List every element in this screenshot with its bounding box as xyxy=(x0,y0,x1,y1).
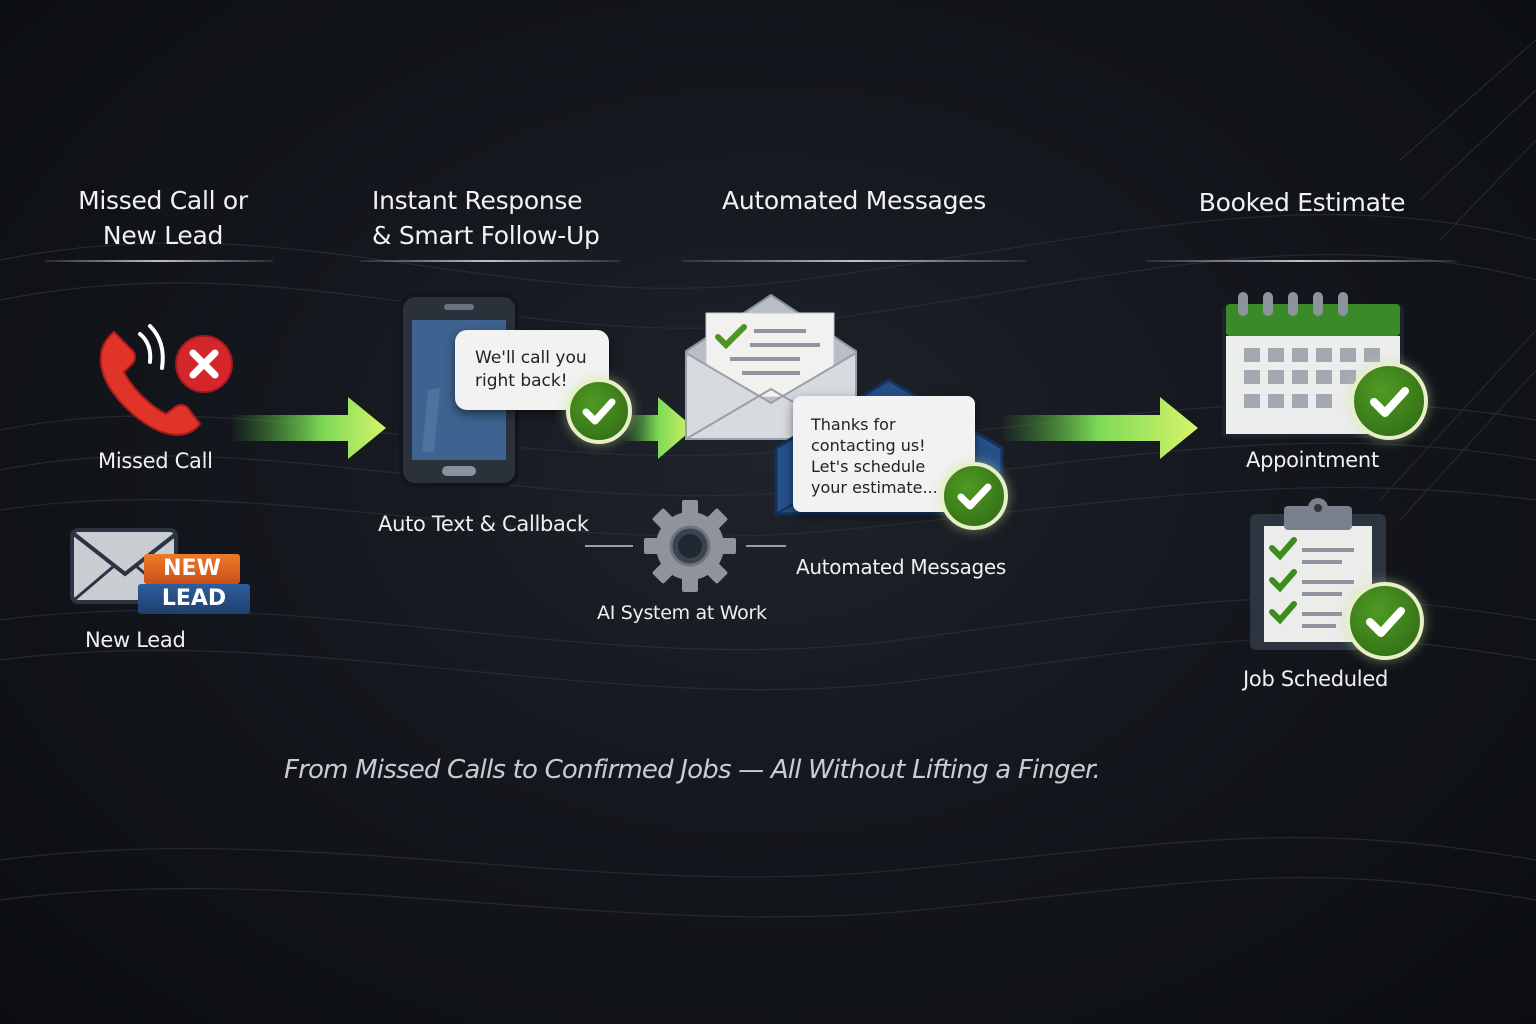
stage-title-line: Instant Response xyxy=(372,186,583,215)
stage-title-booked-estimate: Booked Estimate xyxy=(1146,185,1458,220)
bubble-text: right back! xyxy=(475,371,568,391)
stage-title-line: Missed Call or xyxy=(78,186,248,215)
lead-badge: LEAD xyxy=(138,584,250,614)
bubble-text: Let's schedule xyxy=(811,457,926,476)
stage-divider xyxy=(360,260,620,262)
stage-title-line: Booked Estimate xyxy=(1198,188,1406,217)
stage-title-automated-messages: Automated Messages xyxy=(682,183,1026,218)
stage-divider xyxy=(1146,260,1456,262)
stage-title-instant-response: Instant Response & Smart Follow-Up xyxy=(360,183,612,253)
flow-arrow-icon xyxy=(1000,397,1198,459)
stage-title-line: Automated Messages xyxy=(722,186,986,215)
appointment-label: Appointment xyxy=(1246,448,1379,472)
job-scheduled-label: Job Scheduled xyxy=(1243,667,1388,691)
new-lead-icon: NEW LEAD xyxy=(70,528,252,620)
gear-icon xyxy=(644,500,736,592)
stage-divider xyxy=(682,260,1026,262)
connector-line xyxy=(585,545,633,547)
tagline: From Missed Calls to Confirmed Jobs — Al… xyxy=(284,755,1101,785)
check-badge-icon xyxy=(1346,582,1424,660)
missed-call-label: Missed Call xyxy=(98,449,213,473)
envelope-open-icon xyxy=(685,293,857,440)
new-lead-label: New Lead xyxy=(85,628,186,652)
ai-system-label: AI System at Work xyxy=(597,602,767,624)
auto-text-callback-label: Auto Text & Callback xyxy=(378,512,589,536)
bubble-text: Thanks for xyxy=(811,415,896,434)
stage-divider xyxy=(45,260,273,262)
check-badge-icon xyxy=(1350,362,1428,440)
new-badge: NEW xyxy=(144,554,240,584)
phone-missed-icon xyxy=(99,324,233,436)
stage-title-line: New Lead xyxy=(102,221,224,250)
stage-title-missed-call: Missed Call or New Lead xyxy=(45,183,281,253)
flow-arrow-icon xyxy=(230,397,386,459)
bubble-text: We'll call you xyxy=(475,348,587,368)
connector-line xyxy=(746,545,786,547)
stage-title-line: & Smart Follow-Up xyxy=(372,221,600,250)
automated-messages-label: Automated Messages xyxy=(796,555,1007,579)
bubble-text: your estimate... xyxy=(811,478,938,497)
bubble-text: contacting us! xyxy=(811,436,926,455)
check-badge-icon xyxy=(566,378,632,444)
flow-arrow-icon xyxy=(622,397,694,459)
check-badge-icon xyxy=(940,462,1008,530)
